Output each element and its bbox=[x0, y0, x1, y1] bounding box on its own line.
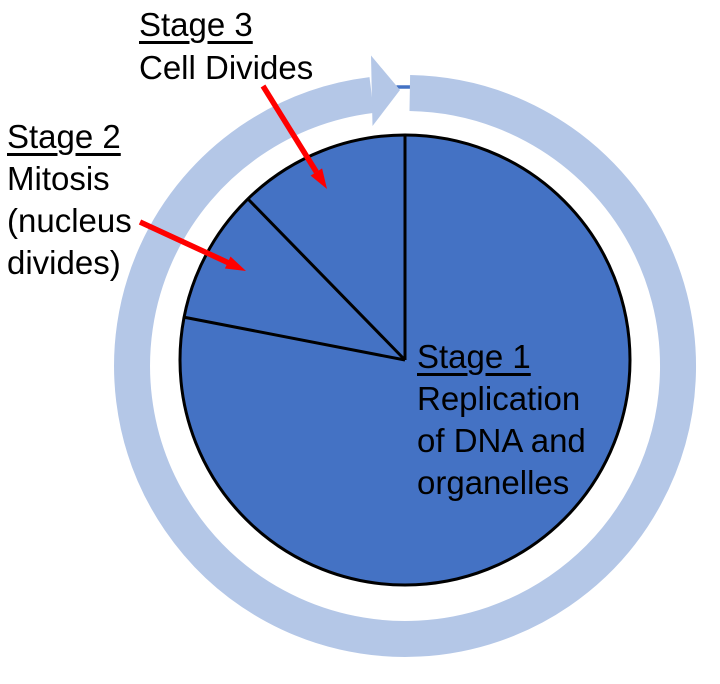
stage2-line: (nucleus bbox=[7, 202, 132, 239]
divider-stage3-stage2 bbox=[246, 197, 407, 362]
stage3-pointer-arrow bbox=[260, 84, 327, 189]
stage3-title: Stage 3 bbox=[139, 6, 253, 43]
stage2-line: Mitosis bbox=[7, 160, 110, 197]
clockwise-arrowhead-icon bbox=[371, 55, 400, 126]
stage2-pointer-arrow bbox=[138, 219, 246, 271]
stage3-line: Cell Divides bbox=[139, 49, 314, 86]
cycle-ring-arc bbox=[114, 75, 697, 657]
stage2-title: Stage 2 bbox=[7, 118, 121, 155]
stage1-title: Stage 1 bbox=[417, 338, 531, 375]
stage3-label: Stage 3 Cell Divides bbox=[139, 3, 313, 89]
stage1-line: organelles bbox=[417, 464, 570, 501]
stage1-line: of DNA and bbox=[417, 422, 586, 459]
divider-stage2-stage1 bbox=[182, 315, 406, 362]
stage2-line: divides) bbox=[7, 244, 121, 281]
stage1-line: Replication bbox=[417, 380, 581, 417]
stage2-label: Stage 2 Mitosis (nucleus divides) bbox=[7, 116, 132, 284]
stage1-label: Stage 1 Replication of DNA and organelle… bbox=[417, 336, 586, 504]
